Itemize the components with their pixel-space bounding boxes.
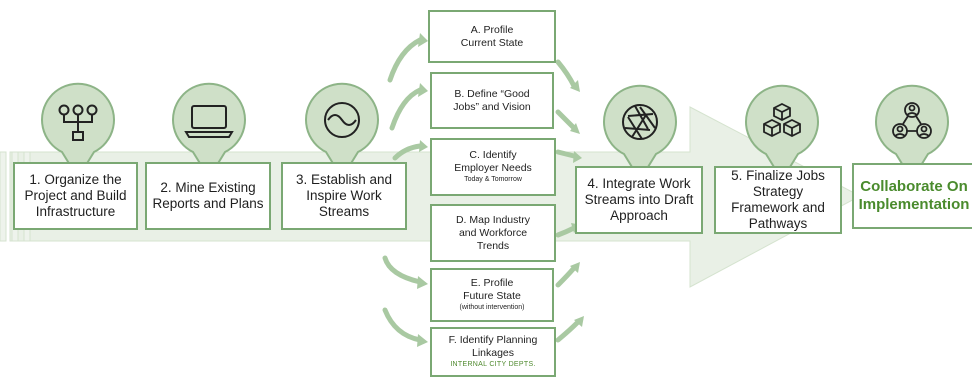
step-1-box: 1. Organize the Project and Build Infras… — [13, 162, 138, 230]
step-3-pin — [305, 82, 379, 180]
step-1-pin — [41, 82, 115, 180]
work-stream-f-sub: INTERNAL CITY DEPTS. — [450, 361, 536, 368]
step-3-label: 3. Establish and Inspire Work Streams — [295, 172, 393, 219]
fan-out-arrows — [382, 37, 423, 343]
step-4-box: 4. Integrate Work Streams into Draft App… — [575, 166, 703, 234]
work-stream-a-label: A. Profile Current State — [460, 23, 524, 49]
step-5-box: 5. Finalize Jobs Strategy Framework and … — [714, 166, 842, 234]
step-2-label: 2. Mine Existing Reports and Plans — [152, 180, 264, 211]
wave-icon — [324, 102, 360, 138]
step-1-label: 1. Organize the Project and Build Infras… — [24, 172, 127, 219]
step-6-box: Collaborate On Implementation — [852, 163, 972, 229]
step-6-label: Collaborate On Implementation — [858, 178, 970, 213]
fan-in-arrows — [555, 59, 581, 343]
work-stream-d-label: D. Map Industry and Workforce Trends — [455, 213, 531, 252]
arrow-tail-stripe — [0, 151, 7, 242]
work-stream-d: D. Map Industry and Workforce Trends — [430, 204, 556, 262]
work-stream-e-label: E. Profile Future State — [463, 277, 521, 302]
work-stream-f-label: F. Identify Planning Linkages — [448, 334, 538, 359]
aperture-icon — [622, 104, 658, 140]
step-2-box: 2. Mine Existing Reports and Plans — [145, 162, 271, 230]
team-network-icon — [892, 102, 932, 139]
step-2-pin — [172, 82, 246, 180]
work-stream-b-label: B. Define “Good Jobs” and Vision — [453, 87, 531, 113]
step-4-pin — [603, 84, 677, 182]
cubes-icon — [763, 102, 801, 138]
laptop-icon — [184, 105, 234, 138]
step-4-label: 4. Integrate Work Streams into Draft App… — [584, 176, 694, 223]
work-stream-c-label: C. Identify Employer Needs — [454, 149, 532, 174]
work-stream-b: B. Define “Good Jobs” and Vision — [430, 72, 554, 129]
work-stream-f: F. Identify Planning Linkages INTERNAL C… — [430, 327, 556, 377]
hierarchy-icon — [58, 104, 98, 141]
work-stream-c-sub: Today & Tomorrow — [464, 176, 522, 183]
fan-out-arrowheads — [417, 33, 428, 347]
work-stream-c: C. Identify Employer Needs Today & Tomor… — [430, 138, 556, 196]
step-6-pin — [875, 84, 949, 182]
work-stream-e: E. Profile Future State (without interve… — [430, 268, 554, 322]
work-stream-a: A. Profile Current State — [428, 10, 556, 63]
step-5-label: 5. Finalize Jobs Strategy Framework and … — [731, 168, 825, 231]
work-stream-e-sub: (without intervention) — [459, 304, 525, 311]
step-3-box: 3. Establish and Inspire Work Streams — [281, 162, 407, 230]
step-5-pin — [745, 84, 819, 182]
